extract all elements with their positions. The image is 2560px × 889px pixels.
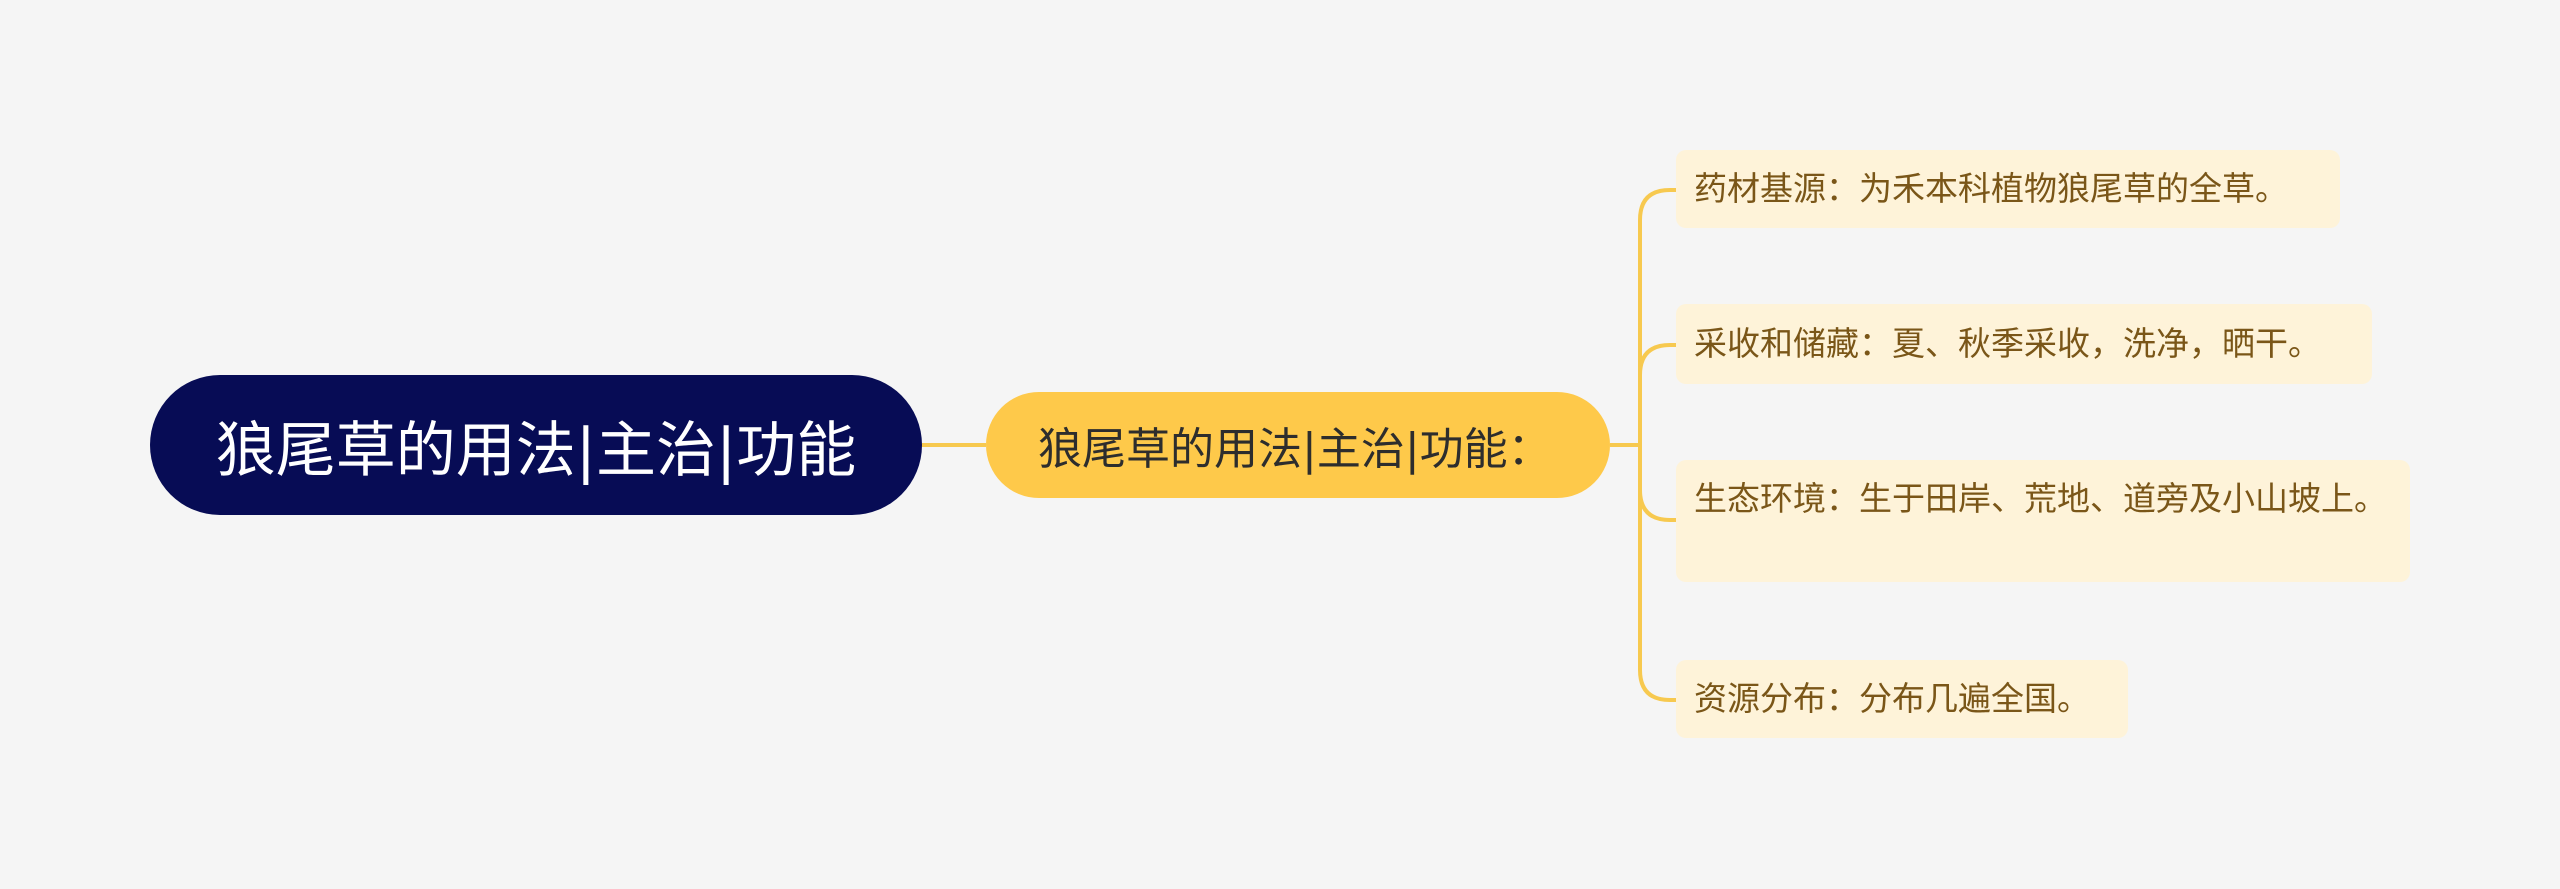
- leaf-topic-habitat[interactable]: 生态环境：生于田岸、荒地、道旁及小山坡上。: [1676, 460, 2410, 582]
- connector-leaf-0: [1638, 188, 1676, 445]
- leaf-topic-distribution[interactable]: 资源分布：分布几遍全国。: [1676, 660, 2128, 738]
- branch-topic[interactable]: 狼尾草的用法|主治|功能：: [986, 392, 1610, 498]
- leaf-topic-label: 生态环境：生于田岸、荒地、道旁及小山坡上。: [1694, 479, 2387, 518]
- root-topic-label: 狼尾草的用法|主治|功能: [215, 415, 857, 486]
- leaf-topic-harvest[interactable]: 采收和储藏：夏、秋季采收，洗净，晒干。: [1676, 304, 2372, 384]
- leaf-topic-label: 采收和储藏：夏、秋季采收，洗净，晒干。: [1694, 324, 2321, 363]
- connector-leaf-2: [1638, 445, 1676, 522]
- branch-topic-label: 狼尾草的用法|主治|功能：: [1038, 424, 1552, 475]
- root-topic[interactable]: 狼尾草的用法|主治|功能: [150, 375, 922, 515]
- leaf-topic-label: 资源分布：分布几遍全国。: [1694, 679, 2090, 718]
- leaf-topic-source[interactable]: 药材基源：为禾本科植物狼尾草的全草。: [1676, 150, 2340, 228]
- leaf-topic-label: 药材基源：为禾本科植物狼尾草的全草。: [1694, 169, 2288, 208]
- connector-leaf-3: [1638, 445, 1676, 702]
- connector-leaf-1: [1638, 343, 1676, 445]
